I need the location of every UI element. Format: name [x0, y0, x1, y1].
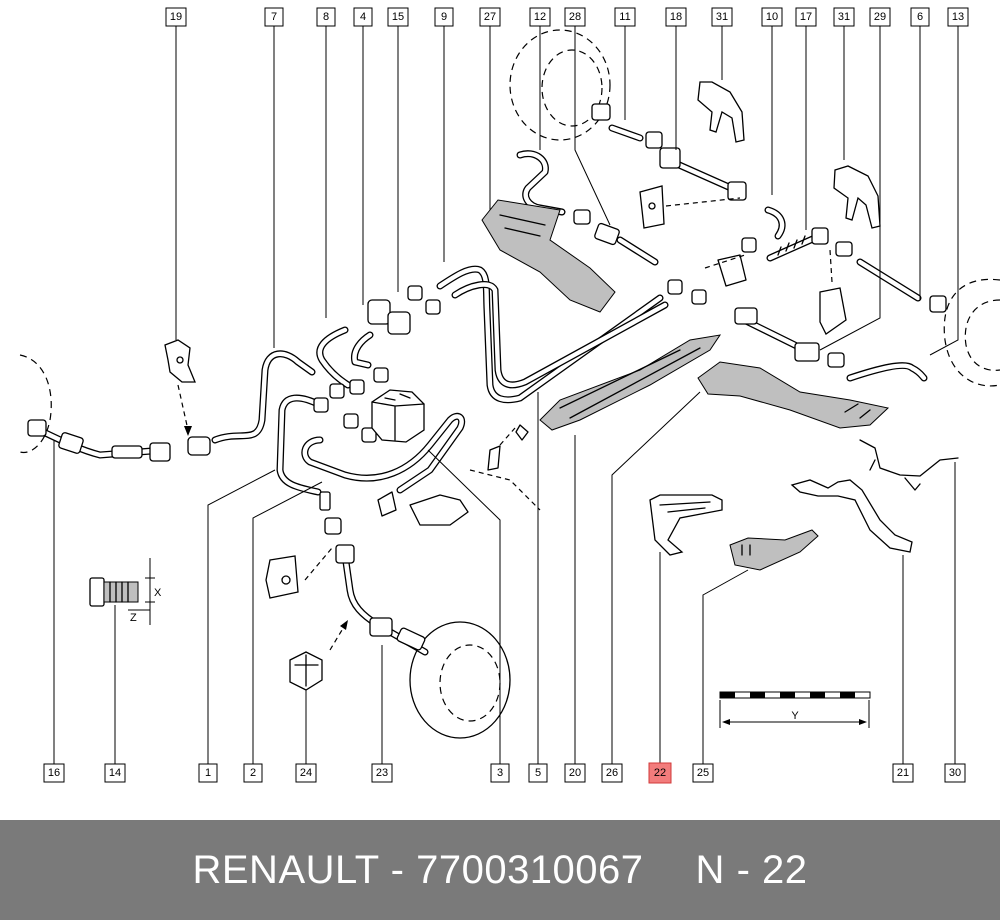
wheel-outline-right — [943, 278, 1000, 387]
dimension-y-label: Y — [791, 710, 799, 722]
svg-text:3: 3 — [497, 767, 503, 779]
svg-text:7: 7 — [271, 11, 277, 23]
bracket-rear-center — [639, 185, 847, 335]
part-info-footer: RENAULT - 7700310067 N - 22 — [0, 820, 1000, 920]
svg-text:4: 4 — [360, 11, 366, 23]
brake-compensator — [377, 424, 541, 526]
callout-30: 30 — [944, 763, 966, 783]
callout-24: 24 — [295, 763, 317, 783]
svg-text:9: 9 — [441, 11, 447, 23]
svg-text:29: 29 — [874, 11, 886, 23]
brand-name: RENAULT — [192, 847, 379, 892]
wheel-outline-rear-top — [509, 29, 611, 141]
callout-17: 17 — [795, 7, 817, 27]
flexible-hoses — [27, 103, 947, 656]
dimension-x-label: X — [154, 587, 162, 599]
callout-2: 2 — [243, 763, 263, 783]
union-fittings — [313, 279, 707, 511]
callout-22-highlighted[interactable]: 22 — [648, 762, 672, 784]
callouts-top: 19 7 8 4 15 9 27 12 28 11 18 31 10 17 31… — [165, 7, 969, 27]
callout-19: 19 — [165, 7, 187, 27]
svg-text:15: 15 — [392, 11, 404, 23]
callout-18: 18 — [665, 7, 687, 27]
svg-text:17: 17 — [800, 11, 812, 23]
leader-lines — [53, 24, 959, 764]
svg-text:14: 14 — [109, 767, 121, 779]
svg-text:18: 18 — [670, 11, 682, 23]
svg-text:26: 26 — [606, 767, 618, 779]
callout-12: 12 — [529, 7, 551, 27]
bracket-21 — [790, 479, 913, 553]
callout-5: 5 — [528, 763, 548, 783]
nut-24 — [289, 620, 348, 691]
position-separator: - — [736, 847, 751, 892]
callout-31-b: 31 — [833, 7, 855, 27]
svg-text:21: 21 — [897, 767, 909, 779]
scale-bar-y: Y — [719, 691, 871, 728]
callout-8: 8 — [316, 7, 336, 27]
callout-26: 26 — [601, 763, 623, 783]
brake-pipe-network — [211, 124, 928, 496]
callout-15: 15 — [387, 7, 409, 27]
callout-28: 28 — [564, 7, 586, 27]
callout-6: 6 — [910, 7, 930, 27]
brand-separator: - — [390, 847, 405, 892]
brake-pipe-exploded-diagram: X Z Y — [19, 7, 1000, 784]
callout-29: 29 — [869, 7, 891, 27]
bracket-hose-23 — [265, 547, 333, 599]
svg-text:31: 31 — [838, 11, 850, 23]
svg-text:2: 2 — [250, 767, 256, 779]
callout-1: 1 — [198, 763, 218, 783]
callout-23: 23 — [371, 763, 393, 783]
svg-text:6: 6 — [917, 11, 923, 23]
callout-10: 10 — [761, 7, 783, 27]
svg-text:20: 20 — [569, 767, 581, 779]
svg-text:31: 31 — [716, 11, 728, 23]
bracket-19 — [164, 339, 196, 436]
bracket-22 — [649, 494, 723, 556]
master-cylinder-unit — [371, 389, 425, 443]
bracket-25 — [729, 529, 819, 571]
bracket-30 — [859, 439, 959, 491]
callout-11: 11 — [614, 7, 636, 27]
callout-4: 4 — [353, 7, 373, 27]
position-number: 22 — [762, 847, 808, 892]
detail-bolt-xz: X Z — [89, 558, 162, 625]
callout-27: 27 — [479, 7, 501, 27]
svg-text:16: 16 — [48, 767, 60, 779]
callout-31: 31 — [711, 7, 733, 27]
svg-text:11: 11 — [619, 11, 630, 23]
callout-7: 7 — [264, 7, 284, 27]
callout-20: 20 — [564, 763, 586, 783]
svg-text:22: 22 — [654, 767, 666, 779]
callout-14: 14 — [104, 763, 126, 783]
svg-text:23: 23 — [376, 767, 388, 779]
svg-text:5: 5 — [535, 767, 541, 779]
svg-text:30: 30 — [949, 767, 961, 779]
callout-16: 16 — [43, 763, 65, 783]
svg-text:8: 8 — [323, 11, 329, 23]
svg-text:12: 12 — [534, 11, 546, 23]
callout-13: 13 — [947, 7, 969, 27]
callout-3: 3 — [490, 763, 510, 783]
position-prefix: N — [695, 847, 725, 892]
svg-text:13: 13 — [952, 11, 964, 23]
wheel-outline-left — [19, 354, 52, 454]
part-info-text: RENAULT - 7700310067 N - 22 — [192, 848, 807, 893]
svg-text:24: 24 — [300, 767, 312, 779]
svg-text:1: 1 — [205, 767, 211, 779]
dimension-z-label: Z — [130, 612, 137, 624]
callout-9: 9 — [434, 7, 454, 27]
svg-text:28: 28 — [569, 11, 581, 23]
svg-text:19: 19 — [170, 11, 182, 23]
callout-25: 25 — [692, 763, 714, 783]
clips-31 — [697, 81, 881, 229]
svg-text:27: 27 — [484, 11, 496, 23]
svg-text:10: 10 — [766, 11, 778, 23]
heat-shields — [481, 199, 890, 431]
callouts-bottom: 16 14 1 2 24 23 3 5 20 26 22 25 21 30 — [43, 762, 966, 784]
part-number: 7700310067 — [416, 847, 644, 892]
svg-text:25: 25 — [697, 767, 709, 779]
callout-21: 21 — [892, 763, 914, 783]
